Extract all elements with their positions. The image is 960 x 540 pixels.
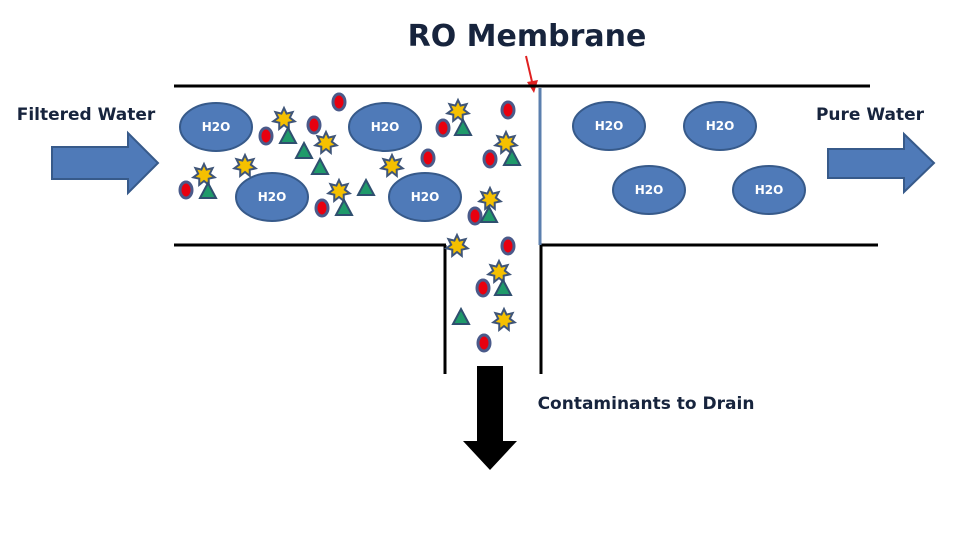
outlet-label: Pure Water xyxy=(816,105,925,125)
h2o-molecule-feed: H2O xyxy=(348,102,422,152)
red-particle xyxy=(258,126,274,146)
star-particle xyxy=(190,161,218,188)
red-particle xyxy=(435,118,451,138)
red-particle xyxy=(306,115,322,135)
red-particle xyxy=(420,148,436,168)
red-particle xyxy=(500,100,516,120)
h2o-label: H2O xyxy=(706,119,735,133)
star-particle xyxy=(492,129,520,156)
star-particle xyxy=(378,152,406,179)
h2o-molecule-permeate: H2O xyxy=(732,165,806,215)
h2o-molecule-permeate: H2O xyxy=(683,101,757,151)
pipe-walls xyxy=(174,84,878,374)
red-particle xyxy=(467,206,483,226)
h2o-label: H2O xyxy=(755,183,784,197)
star-particle xyxy=(270,105,298,132)
red-particle xyxy=(482,149,498,169)
red-particle xyxy=(178,180,194,200)
star-particle xyxy=(485,258,513,285)
red-particle xyxy=(500,236,516,256)
triangle-particle xyxy=(310,156,330,175)
star-particle xyxy=(490,306,518,333)
h2o-label: H2O xyxy=(258,190,287,204)
star-particle xyxy=(231,152,259,179)
red-particle xyxy=(475,278,491,298)
triangle-particle xyxy=(294,140,314,159)
triangle-particle xyxy=(334,197,354,216)
h2o-label: H2O xyxy=(411,190,440,204)
inlet-label: Filtered Water xyxy=(17,105,156,125)
red-particle xyxy=(476,333,492,353)
h2o-molecule-permeate: H2O xyxy=(612,165,686,215)
triangle-particle xyxy=(451,306,471,325)
triangle-particle xyxy=(198,180,218,199)
star-particle xyxy=(312,129,340,156)
star-particle xyxy=(476,185,504,212)
triangle-particle xyxy=(493,277,513,296)
h2o-molecule-feed: H2O xyxy=(388,172,462,222)
diagram-title: RO Membrane xyxy=(408,19,647,54)
contaminant-particles xyxy=(178,92,522,353)
drain-arrow xyxy=(463,366,517,470)
triangle-particle xyxy=(479,204,499,223)
h2o-label: H2O xyxy=(635,183,664,197)
star-particle xyxy=(325,177,353,204)
outlet-arrow xyxy=(827,131,936,195)
drain-label: Contaminants to Drain xyxy=(538,394,755,414)
star-particle xyxy=(444,97,472,124)
red-particle xyxy=(314,198,330,218)
triangle-particle xyxy=(356,177,376,196)
triangle-particle xyxy=(502,147,522,166)
red-particle xyxy=(331,92,347,112)
h2o-label: H2O xyxy=(595,119,624,133)
h2o-molecule-feed: H2O xyxy=(235,172,309,222)
h2o-molecule-permeate: H2O xyxy=(572,101,646,151)
h2o-label: H2O xyxy=(371,120,400,134)
h2o-molecules: H2O H2O H2O H2O H2O H2O H2O H2O xyxy=(179,101,806,222)
triangle-particle xyxy=(453,117,473,136)
h2o-label: H2O xyxy=(202,120,231,134)
triangle-particle xyxy=(278,125,298,144)
inlet-arrow xyxy=(51,130,160,196)
star-particle xyxy=(443,232,471,259)
h2o-molecule-feed: H2O xyxy=(179,102,253,152)
